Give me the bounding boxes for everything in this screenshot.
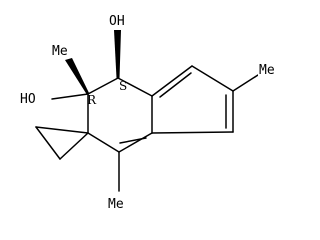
wedge-c4-hydroxyl [114,30,121,78]
wedge-c5-methyl [65,58,90,94]
stereo-descriptor-r: R [87,93,97,107]
methyl-label-upper-left: Me [52,44,68,59]
bond-c5-hydroxyl [51,93,89,100]
molecule-structure: OH HO Me Me Me R S [19,12,286,212]
methyl-label-bottom: Me [108,197,124,212]
bond-c3-c2 [191,65,234,92]
hydroxyl-label-left: HO [20,92,36,107]
bond-cyclopropane-a [35,126,89,134]
bond-c3a-c3 [151,65,193,97]
label-bg-me-upper-left [51,42,79,58]
label-bg-oh-left [19,90,46,106]
bond-c1-c7a [151,131,234,134]
label-bg-oh-top [108,12,131,28]
label-bg-me-bottom [107,195,135,211]
bond-c7a-c7-inner [119,137,147,144]
bond-cyclopropane-c [59,132,89,160]
bond-cyclopropane-b [35,126,61,160]
methyl-label-right: Me [259,63,275,78]
bond-c4-c3a [117,77,153,97]
bond-c7a-c7 [118,132,153,153]
bond-c2-methyl [232,74,259,92]
bond-c3a-c3-inner [159,72,192,98]
bond-c7-c6 [87,132,120,153]
label-bg-me-right [258,61,286,77]
bond-c5-c4 [87,77,119,95]
hydroxyl-label-top: OH [109,14,125,29]
stereo-descriptor-s: S [119,79,127,93]
